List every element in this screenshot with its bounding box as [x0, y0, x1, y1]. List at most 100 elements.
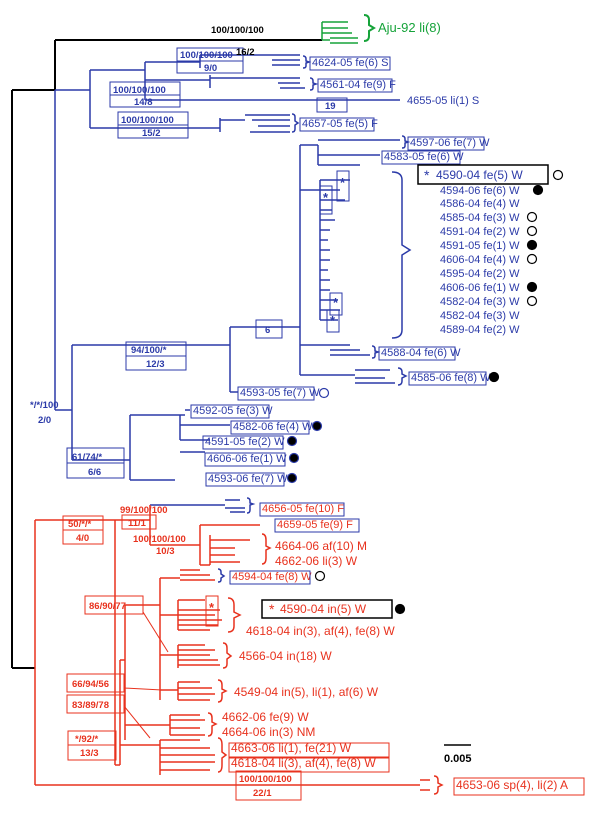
- support-c-top: 100/100/100: [121, 115, 174, 126]
- taxon-4594: 4594-04 fe(8) W: [232, 571, 312, 583]
- support-e-top: 6: [265, 325, 270, 336]
- taxon-list-item: 4591-04 fe(2) W: [440, 226, 520, 238]
- taxon-4657: 4657-05 fe(5) F: [302, 118, 378, 130]
- taxon-4585: 4585-06 fe(8) W: [411, 372, 491, 384]
- support-n-sub: 13/3: [80, 748, 99, 759]
- open-circle-marker: [526, 211, 538, 223]
- star-mark: *: [330, 313, 336, 328]
- support-h-top: 50/*/*: [68, 519, 92, 530]
- support-root-sub: 2/0: [38, 415, 51, 426]
- taxon-4593a: 4593-05 fe(7) W: [240, 387, 320, 399]
- open-circle-marker: [552, 169, 564, 181]
- taxon-4664in: 4664-06 in(3) NM: [222, 725, 315, 739]
- support-g-top: 61/74/*: [72, 452, 102, 463]
- support-b-sub: 14/8: [134, 97, 153, 108]
- support-i-sub: 11/1: [128, 518, 147, 529]
- open-circle-marker: [526, 295, 538, 307]
- support-h-sub: 4/0: [76, 533, 89, 544]
- support-f-top: 94/100/*: [131, 345, 167, 356]
- star-mark: *: [333, 295, 339, 310]
- support-g-sub: 6/6: [88, 467, 101, 478]
- filled-circle-marker: [286, 472, 298, 484]
- support-d-top: 19: [325, 101, 336, 112]
- support-values: 100/100/100 16/2 100/100/100 9/0 100/100…: [30, 25, 336, 799]
- taxon-aju: Aju-92 li(8): [378, 20, 441, 35]
- taxon-list-item: 4585-04 fe(3) W: [440, 212, 520, 224]
- taxon-list-item: 4595-04 fe(2) W: [440, 268, 520, 280]
- taxon-list-item: 4582-04 fe(3) W: [440, 310, 520, 322]
- taxon-4561: 4561-04 fe(9) F: [320, 79, 396, 91]
- support-c-sub: 15/2: [142, 128, 161, 139]
- taxon-4583: 4583-05 fe(6) W: [384, 151, 464, 163]
- support-l-top: 66/94/56: [72, 679, 109, 690]
- taxon-list-item: 4589-04 fe(2) W: [440, 324, 520, 336]
- support-a-top: 100/100/100: [180, 50, 233, 61]
- star-mark: *: [209, 600, 215, 615]
- filled-circle-marker: [286, 435, 298, 447]
- support-n-top: */92/*: [75, 734, 99, 745]
- taxon-4656: 4656-05 fe(10) F: [262, 503, 344, 515]
- taxon-4618b: 4618-04 li(3), af(4), fe(8) W: [231, 756, 376, 770]
- scale-bar-label: 0.005: [444, 753, 472, 765]
- support-aju-sub: 16/2: [236, 47, 255, 58]
- support-m-top: 83/89/78: [72, 700, 109, 711]
- taxon-4590-in: 4590-04 in(5) W: [280, 602, 367, 616]
- support-aju-top: 100/100/100: [211, 25, 264, 36]
- taxon-4659: 4659-05 fe(9) F: [277, 519, 353, 531]
- support-a-sub: 9/0: [204, 63, 217, 74]
- taxon-4593b: 4593-06 fe(7) W: [208, 473, 288, 485]
- taxon-4606: 4606-06 fe(1) W: [207, 453, 287, 465]
- root-branches: [11, 39, 322, 669]
- filled-circle-marker: [526, 239, 538, 251]
- label-boxes: [190, 56, 585, 796]
- taxon-4591: 4591-05 fe(2) W: [205, 436, 285, 448]
- support-boxes: [62, 47, 350, 801]
- taxon-4590-fe: 4590-04 fe(5) W: [436, 168, 523, 182]
- support-o-sub: 22/1: [253, 788, 272, 799]
- taxa-labels: Aju-92 li(8) 4624-05 fe(6) S 4561-04 fe(…: [193, 20, 568, 792]
- support-f-sub: 12/3: [146, 359, 165, 370]
- filled-circle-marker: [288, 452, 300, 464]
- support-o-top: 100/100/100: [239, 774, 292, 785]
- markers: [286, 169, 564, 615]
- filled-circle-marker: [311, 420, 323, 432]
- filled-circle-marker: [488, 371, 500, 383]
- open-circle-marker: [314, 570, 326, 582]
- support-root: */*/100: [30, 400, 59, 411]
- taxon-4664af: 4664-06 af(10) M: [275, 539, 367, 553]
- taxon-4662fe: 4662-06 fe(9) W: [222, 710, 309, 724]
- filled-circle-marker: [532, 184, 544, 196]
- filled-circle-marker: [394, 603, 406, 615]
- taxon-4653: 4653-06 sp(4), li(2) A: [456, 778, 568, 792]
- support-k-top: 86/90/77: [89, 601, 126, 612]
- taxon-4590-fe-star: *: [424, 167, 430, 183]
- taxon-4618a: 4618-04 in(3), af(4), fe(8) W: [246, 624, 395, 638]
- scale-bar: 0.005: [444, 744, 472, 765]
- taxon-4588: 4588-04 fe(6) W: [381, 347, 461, 359]
- taxon-4663: 4663-06 li(1), fe(21) W: [231, 741, 352, 755]
- support-j-top: 100/100/100: [133, 534, 186, 545]
- aju-clade: [321, 14, 376, 44]
- taxon-list-item: 4594-06 fe(6) W: [440, 185, 520, 197]
- taxon-list-item: 4591-05 fe(1) W: [440, 240, 520, 252]
- taxon-4592: 4592-05 fe(3) W: [193, 405, 273, 417]
- taxon-4624: 4624-05 fe(6) S: [312, 57, 388, 69]
- taxon-4566: 4566-04 in(18) W: [239, 649, 332, 663]
- open-circle-marker: [526, 225, 538, 237]
- taxon-list-item: 4606-06 fe(1) W: [440, 282, 520, 294]
- taxon-4662li: 4662-06 li(3) W: [275, 554, 358, 568]
- star-mark: *: [340, 175, 346, 190]
- taxon-list-item: 4606-04 fe(4) W: [440, 254, 520, 266]
- taxon-list-item: 4586-04 fe(4) W: [440, 198, 520, 210]
- taxon-4582: 4582-06 fe(4) W: [233, 421, 313, 433]
- support-i-top: 99/100/100: [120, 505, 168, 516]
- taxon-4549: 4549-04 in(5), li(1), af(6) W: [234, 685, 379, 699]
- filled-circle-marker: [526, 281, 538, 293]
- taxon-list-item: 4582-04 fe(3) W: [440, 296, 520, 308]
- support-j-sub: 10/3: [156, 546, 175, 557]
- star-marks: * * * * *: [209, 175, 346, 615]
- taxon-4597: 4597-06 fe(7) W: [410, 137, 490, 149]
- braces: [207, 55, 444, 795]
- star-mark: *: [323, 190, 329, 205]
